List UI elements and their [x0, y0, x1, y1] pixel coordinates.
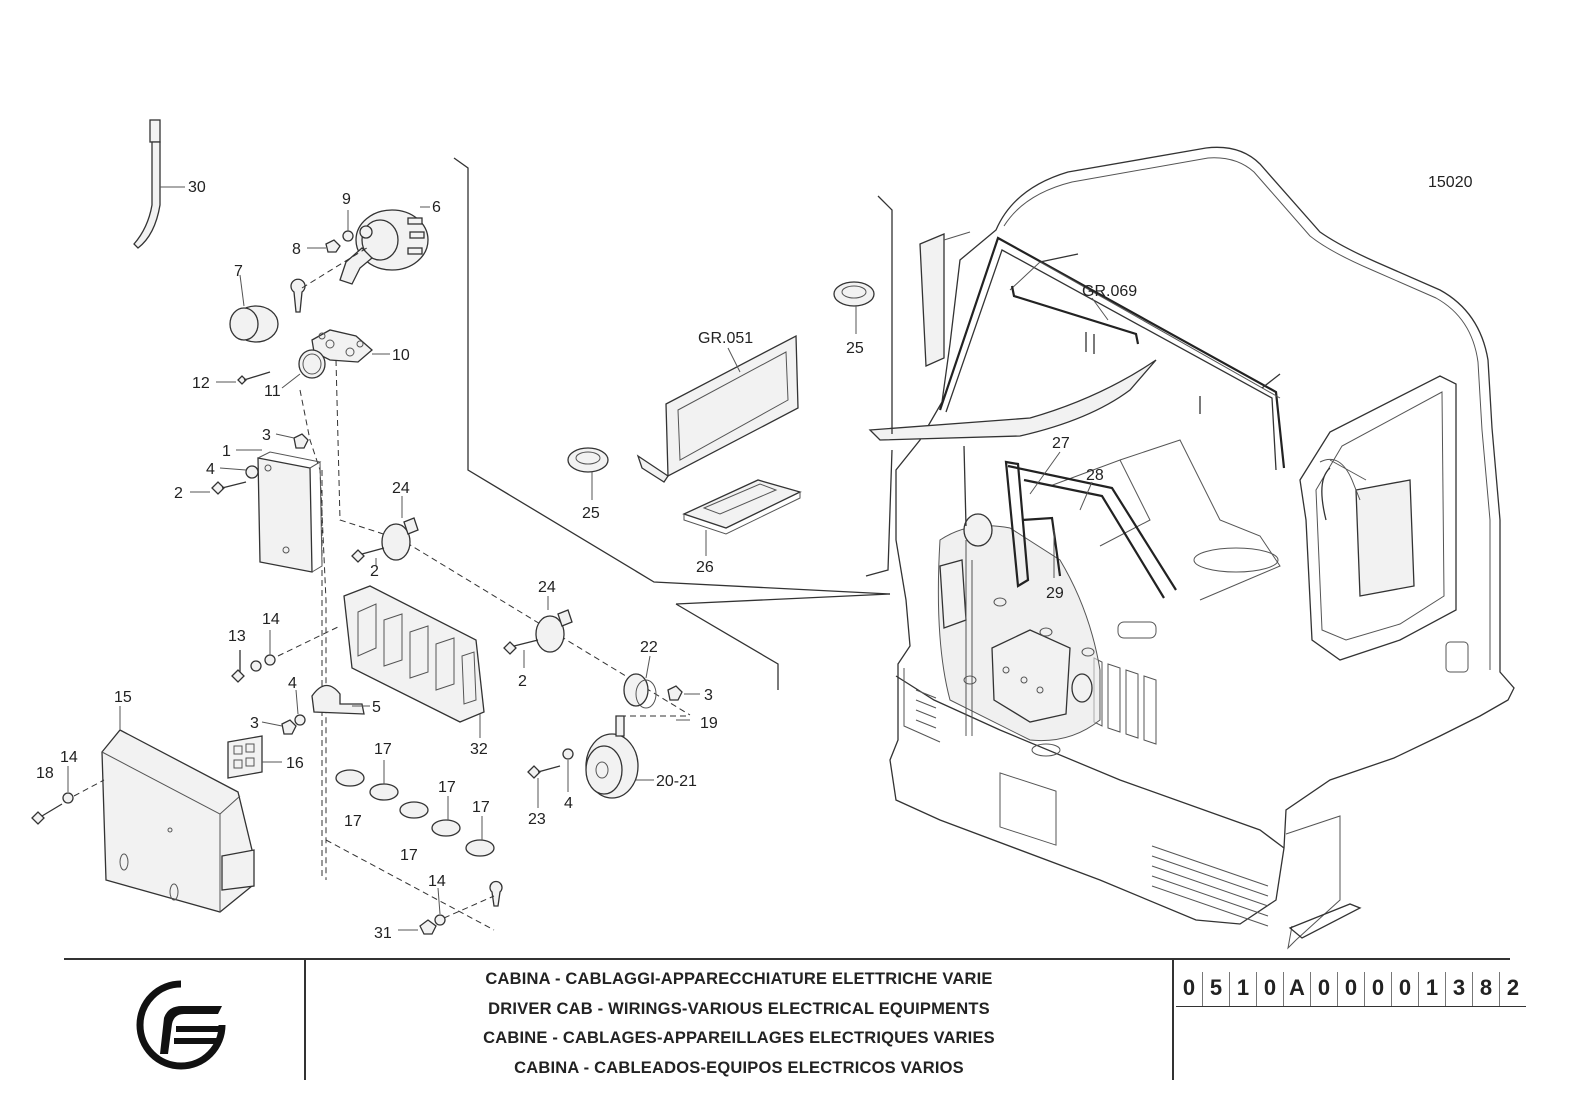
title-block: CABINA - CABLAGGI-APPARECCHIATURE ELETTR…: [64, 958, 1526, 1080]
drawing-ref-number: 15020: [1428, 174, 1473, 191]
callout-3-lower: 3: [250, 715, 259, 732]
callout-14-left: 14: [60, 749, 78, 766]
callout-19: 19: [700, 715, 718, 732]
callout-3-upper: 3: [262, 427, 271, 444]
code-digit: 1: [1419, 972, 1446, 1006]
title-spanish: CABINA - CABLEADOS-EQUIPOS ELECTRICOS VA…: [514, 1059, 964, 1077]
code-digit: 0: [1311, 972, 1338, 1006]
grommet-part-2: [833, 281, 875, 307]
code-digit: 0: [1176, 972, 1203, 1006]
cable-tie-part: [133, 119, 161, 249]
callout-24-middle: 24: [538, 579, 556, 596]
code-digit: A: [1284, 972, 1311, 1006]
fuse-box-part: [343, 585, 485, 723]
callout-32: 32: [470, 741, 488, 758]
callout-15: 15: [114, 689, 132, 706]
code-digit: 8: [1473, 972, 1500, 1006]
callout-28: 28: [1086, 467, 1104, 484]
callout-17-d: 17: [472, 799, 490, 816]
callout-31: 31: [374, 925, 392, 942]
hose-clamp-part: [381, 517, 419, 561]
callout-26: 26: [696, 559, 714, 576]
callout-4-middle: 4: [288, 675, 297, 692]
code-digit: 0: [1392, 972, 1419, 1006]
title-french: CABINE - CABLAGES-APPAREILLAGES ELECTRIQ…: [483, 1029, 995, 1047]
group-ref-gr051: GR.051: [698, 330, 753, 347]
callout-7: 7: [234, 263, 243, 280]
connector-grommet-part: [623, 673, 657, 709]
callout-4-upper: 4: [206, 461, 215, 478]
exploded-parts-diagram: 15020: [31, 119, 1515, 950]
callout-11: 11: [264, 383, 281, 400]
callout-24-upper: 24: [392, 480, 410, 497]
title-italian: CABINA - CABLAGGI-APPARECCHIATURE ELETTR…: [485, 970, 993, 988]
callout-17-c: 17: [438, 779, 456, 796]
callout-5: 5: [372, 699, 381, 716]
callout-1: 1: [222, 443, 231, 460]
callout-18: 18: [36, 765, 54, 782]
callout-2-middle: 2: [370, 563, 379, 580]
switch-knob-part: [229, 305, 279, 343]
callout-10: 10: [392, 347, 410, 364]
code-digit: 2: [1506, 975, 1520, 1000]
switch-panel-part: [682, 479, 802, 535]
connector-block-part: [227, 735, 263, 779]
callout-14-lower: 14: [428, 873, 446, 890]
title-lines: CABINA - CABLAGGI-APPARECCHIATURE ELETTR…: [306, 960, 1174, 1080]
group-ref-gr069: GR.069: [1082, 283, 1137, 300]
callout-17-e: 17: [400, 847, 418, 864]
callout-13: 13: [228, 628, 246, 645]
callout-20-21: 20-21: [656, 773, 697, 790]
code-digit: 0: [1365, 972, 1392, 1006]
horn-part: [585, 715, 639, 799]
callout-17-b: 17: [344, 813, 362, 830]
callout-16: 16: [286, 755, 304, 772]
drawing-code: 0 5 1 0 A 0 0 0 0 1 3 8 2: [1176, 972, 1526, 1007]
gr051-frame-part: [636, 334, 799, 483]
relay-plate-part: [257, 451, 323, 573]
callout-6: 6: [432, 199, 441, 216]
callout-25-left: 25: [582, 505, 600, 522]
cable-clip-part: [311, 684, 365, 715]
callout-4-lower: 4: [564, 795, 573, 812]
iveco-logo-icon: [136, 980, 226, 1070]
callout-22: 22: [640, 639, 658, 656]
callout-29: 29: [1046, 585, 1064, 602]
callout-2-lower: 2: [518, 673, 527, 690]
switch-base-plate-part: [311, 329, 373, 363]
grommet-part: [567, 447, 609, 473]
callout-8: 8: [292, 241, 301, 258]
code-digit: 0: [1338, 972, 1365, 1006]
truck-cab-illustration: [865, 146, 1515, 950]
callout-17-a: 17: [374, 741, 392, 758]
callout-3-right: 3: [704, 687, 713, 704]
callout-23: 23: [528, 811, 546, 828]
code-digit: 0: [1257, 972, 1284, 1006]
drawing-code-cell: 0 5 1 0 A 0 0 0 0 1 3 8 2: [1174, 960, 1526, 1080]
logo-cell: [64, 960, 306, 1080]
callout-27: 27: [1052, 435, 1070, 452]
code-digit: 1: [1230, 972, 1257, 1006]
callout-12: 12: [192, 375, 210, 392]
callout-30: 30: [188, 179, 206, 196]
callout-2-upper: 2: [174, 485, 183, 502]
control-unit-box-part: [101, 729, 255, 913]
light-switch-part: [339, 209, 429, 285]
callout-9: 9: [342, 191, 351, 208]
callout-14-upper: 14: [262, 611, 280, 628]
title-english: DRIVER CAB - WIRINGS-VARIOUS ELECTRICAL …: [488, 1000, 990, 1018]
callout-25-right: 25: [846, 340, 864, 357]
code-digit: 5: [1203, 972, 1230, 1006]
code-digit: 3: [1446, 972, 1473, 1006]
